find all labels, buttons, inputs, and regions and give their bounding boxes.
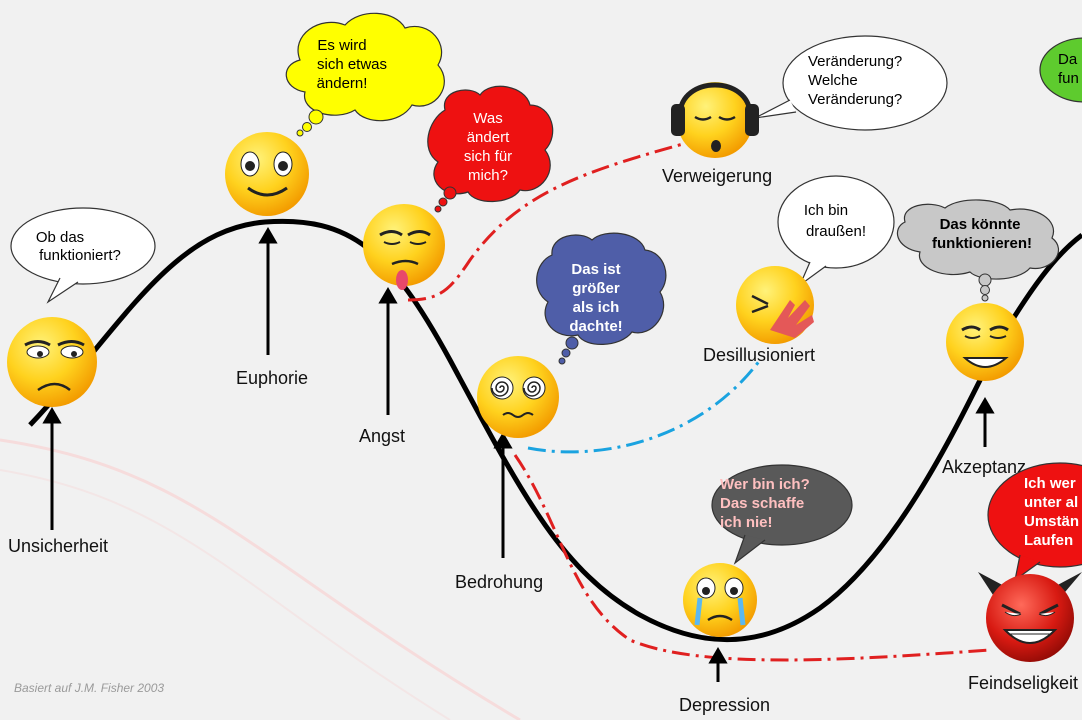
label-euphorie: Euphorie — [236, 368, 308, 388]
background-swoosh — [0, 438, 521, 720]
label-angst: Angst — [359, 426, 405, 446]
label-bedrohung: Bedrohung — [455, 572, 543, 592]
label-depression: Depression — [679, 695, 770, 715]
bubble-das-fun: Da fun — [1039, 37, 1082, 103]
bubble-das-ist-groesser: Das ist größer als ich dachte! — [536, 232, 667, 365]
devil-emoji-icon — [978, 572, 1082, 662]
svg-text:Das schaffe: Das schaffe — [720, 495, 804, 512]
svg-text:Da: Da — [1058, 51, 1078, 68]
bubble-ich-bin-draussen: Ich bin draußen! — [777, 175, 895, 287]
svg-text:Was: Was — [473, 110, 502, 127]
svg-text:Das könnte: Das könnte — [940, 216, 1021, 233]
label-verweigerung: Verweigerung — [662, 166, 772, 186]
bubble-ob-das: Ob das funktioniert? — [10, 207, 156, 304]
svg-text:Veränderung?: Veränderung? — [808, 91, 902, 108]
svg-text:Ob das: Ob das — [36, 229, 84, 246]
bubble-es-wird: Es wird sich etwas ändern! — [285, 12, 445, 137]
svg-text:Ich bin: Ich bin — [804, 202, 848, 219]
bubble-veraenderung: Veränderung? Welche Veränderung? — [754, 35, 948, 131]
bubble-das-koennte: Das könnte funktionieren! — [896, 199, 1059, 302]
svg-text:sich etwas: sich etwas — [317, 56, 387, 73]
grin-emoji-icon — [946, 303, 1024, 381]
stage-arrows — [42, 227, 995, 682]
svg-text:ich nie!: ich nie! — [720, 514, 773, 531]
svg-text:fun: fun — [1058, 70, 1079, 87]
svg-text:draußen!: draußen! — [806, 223, 866, 240]
hand-icon — [770, 300, 814, 338]
svg-text:Ich wer: Ich wer — [1024, 475, 1076, 492]
headphones-emoji-icon — [671, 82, 759, 158]
svg-text:Umstän: Umstän — [1024, 513, 1079, 530]
svg-text:ändern!: ändern! — [317, 75, 368, 92]
anxious-emoji-icon — [363, 204, 445, 290]
bubble-ich-werde: Ich wer unter al Umstän Laufen — [987, 462, 1082, 582]
skeptical-emoji-icon — [7, 317, 97, 407]
label-desillusioniert: Desillusioniert — [703, 345, 815, 365]
crying-emoji-icon — [683, 563, 757, 637]
change-curve — [28, 218, 1082, 643]
svg-text:als ich: als ich — [573, 299, 620, 316]
swirl-eyes-emoji-icon — [477, 356, 559, 438]
svg-text:funktioniert?: funktioniert? — [39, 247, 121, 264]
svg-text:sich für: sich für — [464, 148, 512, 165]
denial-dash-line — [407, 140, 691, 302]
bubble-wer-bin-ich: Wer bin ich? Das schaffe ich nie! — [711, 464, 853, 565]
hostility-dash-line — [513, 454, 991, 662]
label-akzeptanz: Akzeptanz — [942, 457, 1026, 477]
happy-emoji-icon — [225, 132, 309, 216]
svg-text:Das ist: Das ist — [571, 261, 620, 278]
svg-text:größer: größer — [572, 280, 620, 297]
svg-text:Veränderung?: Veränderung? — [808, 53, 902, 70]
label-unsicherheit: Unsicherheit — [8, 536, 108, 556]
background-swoosh — [0, 469, 451, 720]
svg-text:Wer bin ich?: Wer bin ich? — [720, 476, 810, 493]
svg-text:Laufen: Laufen — [1024, 532, 1073, 549]
label-feindseligkeit: Feindseligkeit — [968, 673, 1078, 693]
svg-text:Es wird: Es wird — [317, 37, 366, 54]
svg-text:dachte!: dachte! — [569, 318, 622, 335]
credit-note: Basiert auf J.M. Fisher 2003 — [14, 681, 164, 695]
bubble-was-aendert: Was ändert sich für mich? — [427, 85, 554, 213]
svg-text:unter al: unter al — [1024, 494, 1078, 511]
facepalm-emoji-icon — [736, 266, 814, 344]
svg-text:ändert: ändert — [467, 129, 510, 146]
svg-text:Welche: Welche — [808, 72, 858, 89]
svg-text:funktionieren!: funktionieren! — [932, 235, 1032, 252]
disillusion-dash-line — [527, 359, 762, 454]
headphones-icon — [671, 104, 685, 136]
svg-text:mich?: mich? — [468, 167, 508, 184]
